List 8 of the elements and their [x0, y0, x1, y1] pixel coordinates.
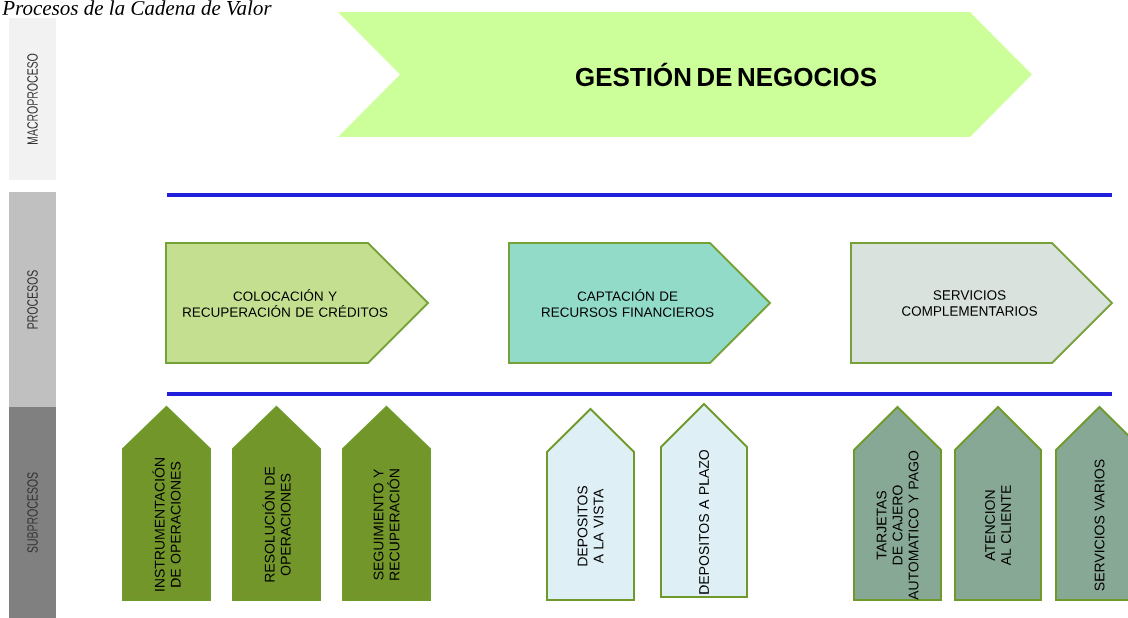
process-pentagon: SERVICIOS COMPLEMENTARIOS: [850, 242, 1114, 364]
process-pentagon: CAPTACIÓN DE RECURSOS FINANCIEROS: [508, 242, 772, 364]
title: Procesos de la Cadena de Valor: [2, 0, 272, 16]
band-label: MACROPROCESO: [9, 18, 56, 180]
band-label: PROCESOS: [9, 192, 56, 407]
chevron-banner: GESTIÓN DE NEGOCIOS: [338, 12, 1032, 137]
process-pentagon: COLOCACIÓN Y RECUPERACIÓN DE CRÉDITOS: [165, 242, 430, 364]
band-label: SUBPROCESOS: [9, 407, 56, 618]
